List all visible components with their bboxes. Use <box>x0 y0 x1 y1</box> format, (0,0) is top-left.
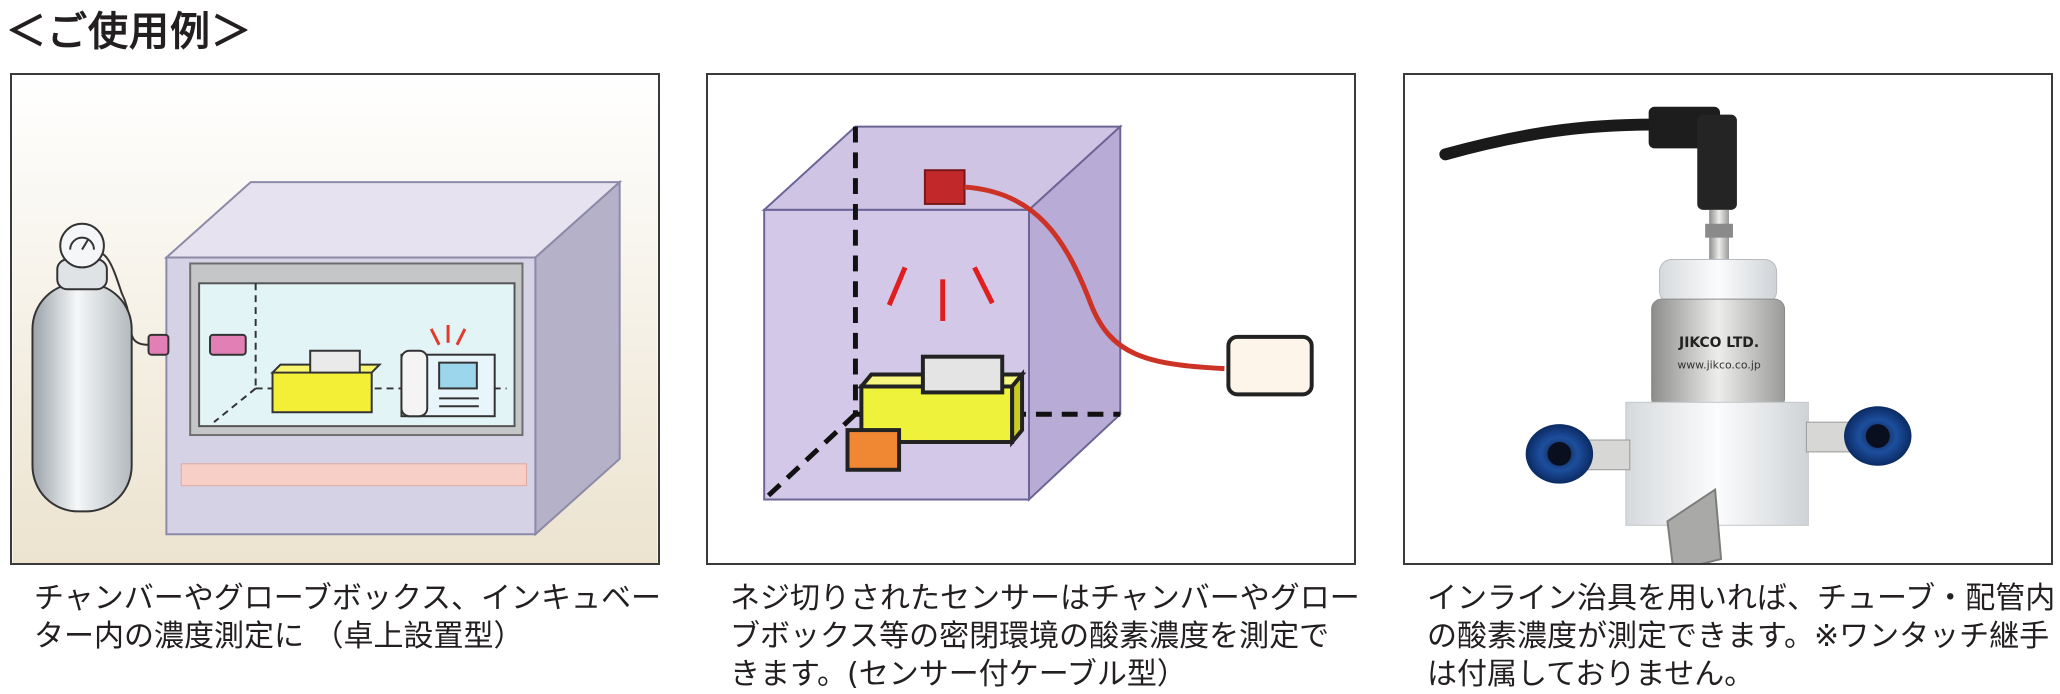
caption-line: インライン治具を用いれば、チューブ・配管内 <box>1427 581 2056 616</box>
example-image-inline-jig: JIKCO LTD. www.jikco.co.jp <box>1403 73 2053 565</box>
caption-line: は付属しておりません。 <box>1427 657 1755 692</box>
caption-line: の酸素濃度が測定できます。※ワンタッチ継手 <box>1427 619 2050 654</box>
sensor-label-brand: JIKCO LTD. <box>1678 335 1759 351</box>
caption-sealed-enclosure: ネジ切りされたセンサーはチャンバーやグロー ブボックス等の密閉環境の酸素濃度を測… <box>730 580 1370 694</box>
example-image-sealed-enclosure <box>706 73 1356 565</box>
sensor-label-url: www.jikco.co.jp <box>1677 359 1761 372</box>
sensor-head <box>923 169 966 205</box>
orange-block <box>845 428 902 472</box>
sensor-cable <box>1439 118 1660 161</box>
caption-line: チャンバーやグローブボックス、インキュベー <box>34 581 661 616</box>
meter-probe <box>400 349 429 418</box>
yellow-block <box>271 371 373 414</box>
gray-block <box>920 354 1005 395</box>
gray-block <box>309 349 361 374</box>
enclosure-illustration <box>708 75 1354 563</box>
sensor-block <box>209 333 247 356</box>
gas-cylinder <box>31 282 133 513</box>
pressure-gauge-icon <box>59 222 105 269</box>
caption-line: ター内の濃度測定に （卓上設置型） <box>34 619 524 654</box>
sensor-cap <box>1659 258 1778 304</box>
example-image-benchtop-chamber <box>10 73 660 565</box>
sensor-body <box>1651 298 1786 409</box>
caption-line: きます。(センサー付ケーブル型） <box>730 657 1187 692</box>
section-heading: ＜ご使用例＞ <box>6 9 252 55</box>
caption-line: ブボックス等の密閉環境の酸素濃度を測定で <box>730 619 1330 654</box>
external-meter <box>1226 334 1314 397</box>
chamber-illustration <box>12 75 658 563</box>
chamber-base-strip <box>180 463 527 487</box>
mounting-plate <box>1666 487 1723 563</box>
sensor-cable <box>964 184 1225 372</box>
caption-benchtop-chamber: チャンバーやグローブボックス、インキュベー ター内の濃度測定に （卓上設置型） <box>34 580 674 656</box>
meter-display <box>438 361 478 390</box>
caption-line: ネジ切りされたセンサーはチャンバーやグロー <box>730 581 1360 616</box>
inline-jig-photo: JIKCO LTD. www.jikco.co.jp <box>1405 75 2051 563</box>
gas-inlet <box>147 333 170 356</box>
caption-inline-jig: インライン治具を用いれば、チューブ・配管内 の酸素濃度が測定できます。※ワンタッ… <box>1427 580 2060 694</box>
